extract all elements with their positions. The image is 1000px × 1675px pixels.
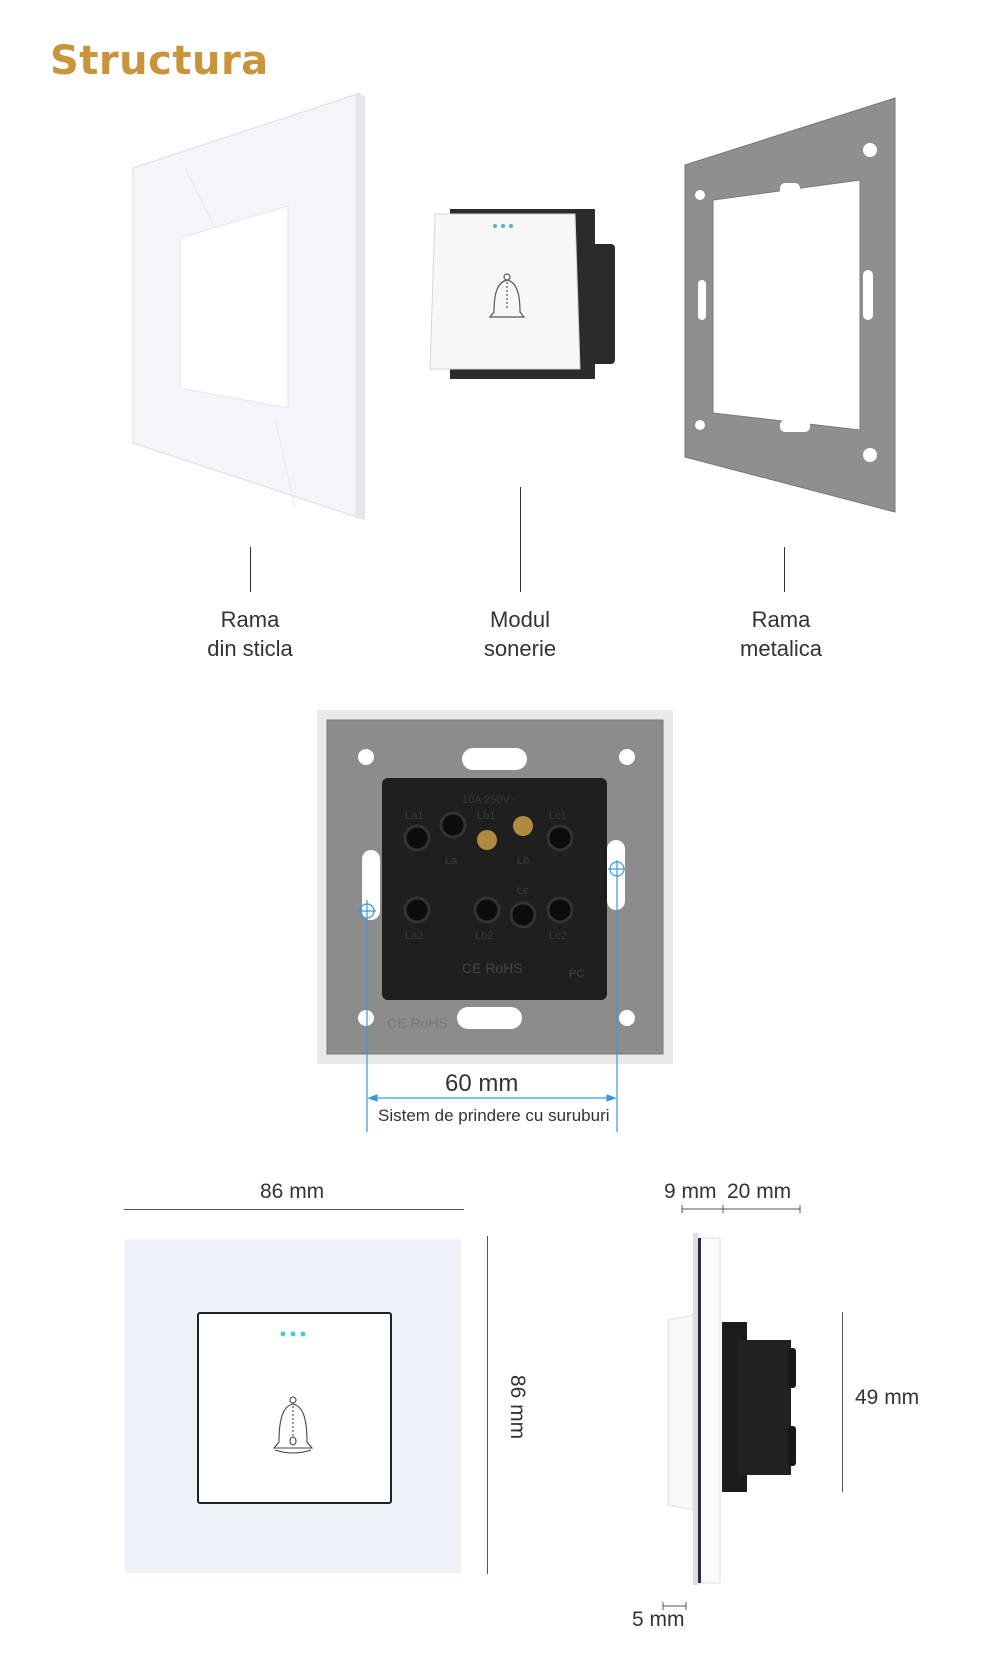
glass-frame-image [132, 92, 365, 520]
front-view-panel [125, 1238, 461, 1573]
button-depth-label: 5 mm [632, 1608, 685, 1631]
terminal-label: Lb2 [475, 930, 494, 942]
label-line: din sticla [207, 636, 293, 661]
cert-marking: CE RoHS [387, 1015, 448, 1031]
side-height-label: 49 mm [855, 1386, 920, 1409]
label-bell-module: Modul sonerie [420, 605, 620, 663]
mounting-distance-label: 60 mm [445, 1070, 519, 1097]
terminal-label: Lc2 [549, 930, 567, 942]
mounting-caption: Sistem de prindere cu suruburi [378, 1106, 610, 1125]
label-line: sonerie [483, 636, 557, 661]
terminal-label: La [445, 855, 458, 867]
bell-module-image [429, 209, 615, 379]
leader-line [784, 547, 785, 592]
front-height-label: 86 mm [506, 1374, 530, 1440]
terminal-label: Lb [517, 855, 530, 867]
terminal-label: Lb1 [477, 810, 496, 822]
label-line: Rama [220, 607, 280, 632]
leader-line [250, 547, 251, 592]
terminal-label: Lc [517, 885, 529, 897]
cert-marking: CE RoHS [462, 960, 523, 976]
label-metal-frame: Rama metalica [681, 605, 881, 663]
side-depth-line [681, 1205, 801, 1213]
side-height-line [842, 1312, 843, 1492]
rating-marking: 10A 250V~ [462, 794, 517, 806]
label-line: Rama [751, 607, 811, 632]
side-module-depth-label: 20 mm [727, 1180, 792, 1203]
terminal-label: La2 [405, 930, 424, 942]
page-title: Structura [50, 38, 269, 84]
front-width-line [124, 1209, 464, 1210]
label-glass-frame: Rama din sticla [150, 605, 350, 663]
label-line: metalica [740, 636, 822, 661]
back-view-photo: 10A 250V~ La1 Lb1 Lc1 La Lb Lc La2 Lb2 L… [317, 710, 673, 1064]
terminal-label: La1 [405, 810, 424, 822]
metal-frame-image [684, 97, 896, 513]
button-depth-line [662, 1602, 687, 1610]
bell-icon [488, 273, 526, 318]
material-marking: PC [569, 968, 585, 980]
terminal-label: Lc1 [549, 810, 567, 822]
front-height-line [487, 1236, 488, 1574]
side-view-image [667, 1233, 796, 1585]
front-view-button [197, 1312, 392, 1504]
mounting-distance-marker [358, 860, 626, 1132]
bell-icon [272, 1396, 314, 1454]
side-glass-depth-label: 9 mm [664, 1180, 717, 1203]
front-width-label: 86 mm [260, 1180, 325, 1203]
label-line: Modul [490, 607, 550, 632]
leader-line [520, 487, 521, 592]
